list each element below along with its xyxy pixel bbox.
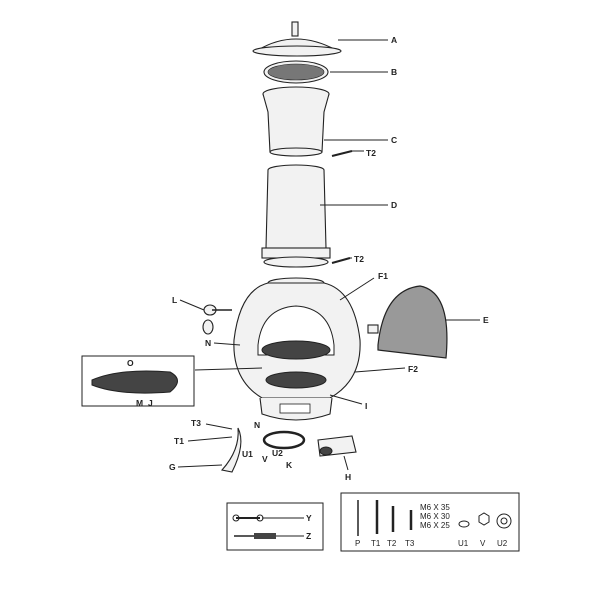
label-a: A [391,35,397,45]
label-h: H [345,472,351,482]
size-m6x25: M6 X 25 [420,521,450,530]
label-t2-lower: T2 [354,254,364,264]
part-k-ring [262,430,306,450]
label-t2-upper: T2 [366,148,376,158]
part-b-mesh-screen [263,60,329,84]
part-g-leg [220,427,242,473]
label-c: C [391,135,397,145]
inset-grate-detail [81,355,263,407]
label-e: E [483,315,489,325]
label-z: Z [306,531,311,541]
hw-label-t1: T1 [371,539,381,548]
hw-label-t2: T2 [387,539,397,548]
hardware-box [340,492,520,552]
part-c-upper-chimney [262,86,330,157]
bolt-t2-lower [331,257,351,264]
label-k: K [286,460,293,470]
label-n-upper: N [205,338,211,348]
hw-label-u2: U2 [497,539,508,548]
hw-label-t3: T3 [405,539,415,548]
label-l: L [172,295,177,305]
size-m6x35: M6 X 35 [420,503,450,512]
label-y: Y [306,513,312,523]
label-b: B [391,67,397,77]
label-u1: U1 [242,449,253,459]
part-d-lower-chimney [261,164,331,268]
label-t3: T3 [191,418,201,428]
hw-label-v: V [480,539,486,548]
part-l-handle [202,304,232,335]
label-f1: F1 [378,271,388,281]
tools-box [226,502,324,551]
screwdriver-icon [234,533,276,539]
part-e-mesh-door [367,285,448,359]
hw-label-u1: U1 [458,539,469,548]
size-m6x30: M6 X 30 [420,512,450,521]
label-i: I [365,401,367,411]
part-f1-body [233,277,361,399]
part-h-ash-tray [317,435,357,457]
label-t1: T1 [174,436,184,446]
part-i-base [259,397,333,421]
label-d: D [391,200,397,210]
wrench-icon [232,514,264,522]
part-a-cap [252,21,342,57]
label-g: G [169,462,176,472]
bolt-t2-upper [331,150,353,157]
label-o: O [127,358,134,368]
label-u2: U2 [272,448,283,458]
label-j: J [148,398,153,408]
label-f2: F2 [408,364,418,374]
label-m: M [136,398,143,408]
label-v: V [262,454,268,464]
label-n-lower: N [254,420,260,430]
hw-label-p: P [355,539,360,548]
